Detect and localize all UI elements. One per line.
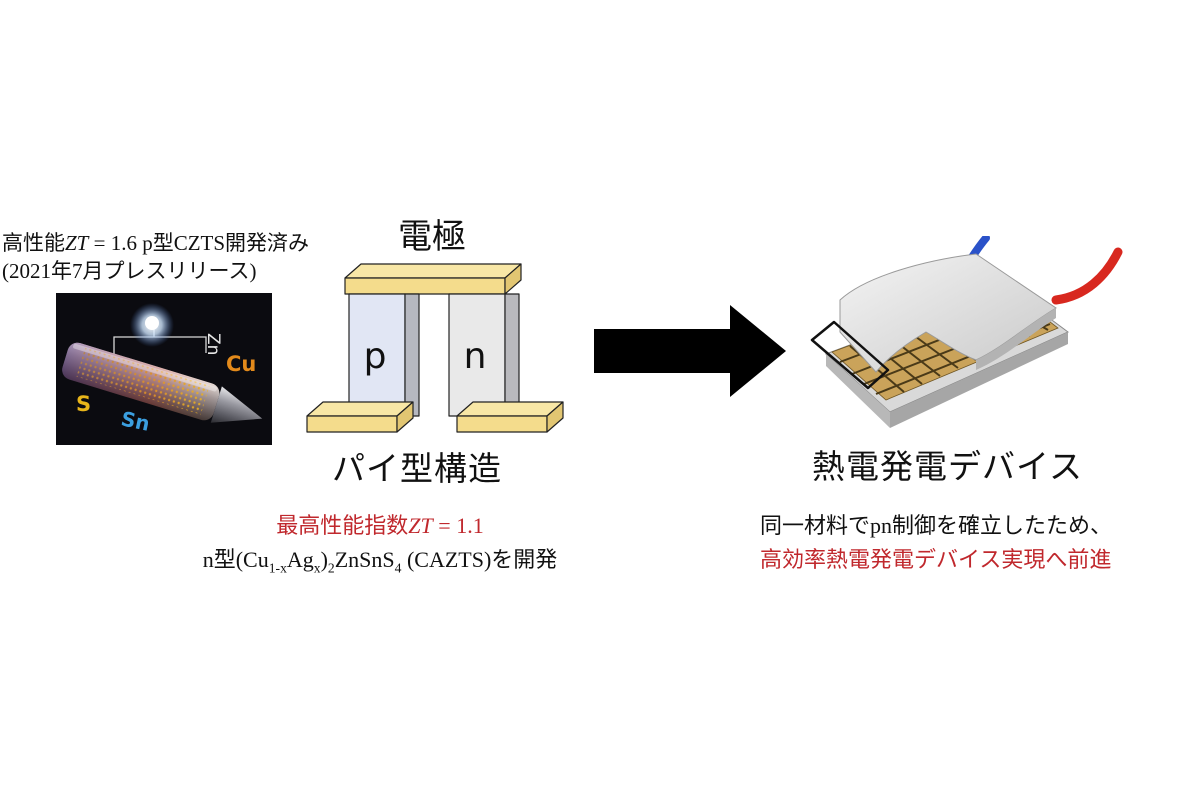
bottom-plate-edge-left	[826, 354, 890, 428]
n-leg-label: n	[464, 336, 487, 377]
pi-structure-label: パイ型構造	[332, 452, 502, 488]
conclusion-line2: 高効率熱電発電デバイス実現へ前進	[760, 547, 1112, 572]
conclusion-line1: 同一材料でpn制御を確立したため、	[760, 513, 1113, 538]
n-leg-side	[504, 293, 520, 417]
top-electrode-side	[504, 263, 522, 295]
positive-wire	[1051, 247, 1123, 305]
pi-structure-diagram: p n	[306, 263, 564, 433]
top-ceramic-plate	[839, 253, 1057, 373]
ptype-caption: 高性能ZT = 1.6 p型CZTS開発済み (2021年7月プレスリリース)	[2, 229, 309, 285]
bottom-left-electrode-front	[306, 415, 398, 433]
ingot-rod	[62, 342, 263, 423]
ptype-caption-line1: 高性能ZT = 1.6 p型CZTS開発済み	[2, 231, 310, 255]
device-label: 熱電発電デバイス	[812, 450, 1084, 486]
bottom-plate-edge	[890, 332, 1068, 428]
label-s: S	[76, 392, 91, 416]
bottom-left-electrode-side	[396, 401, 414, 433]
thermoelectric-device-illustration	[810, 236, 1123, 428]
right-arrow-icon	[594, 305, 786, 397]
n-result-formula: n型(Cu1-xAgx)2ZnSnS4 (CAZTS)を開発	[202, 547, 558, 576]
led-bulb-icon	[145, 316, 159, 330]
top-electrode-front	[344, 277, 506, 295]
label-zn: Zn	[203, 333, 223, 355]
label-cu: Cu	[226, 352, 256, 376]
material-photo: Zn Cu S Sn	[56, 293, 272, 445]
top-electrode-top	[344, 263, 522, 279]
top-plate-edge	[976, 308, 1056, 370]
bottom-right-electrode-side	[546, 401, 564, 433]
ptype-caption-line2: (2021年7月プレスリリース)	[2, 259, 257, 283]
p-leg-label: p	[364, 336, 387, 377]
ingot-illustration: Zn Cu S Sn	[62, 303, 263, 436]
p-leg-side	[404, 293, 420, 417]
n-result-title: 最高性能指数ZT = 1.1	[276, 513, 484, 538]
label-sn: Sn	[119, 406, 152, 435]
n-type-result: 最高性能指数ZT = 1.1 n型(Cu1-xAgx)2ZnSnS4 (CAZT…	[0, 509, 760, 577]
bottom-right-electrode-front	[456, 415, 548, 433]
conclusion: 同一材料でpn制御を確立したため、 高効率熱電発電デバイス実現へ前進	[760, 509, 1200, 577]
bottom-left-electrode-top	[306, 401, 414, 417]
electrode-label: 電極	[398, 219, 466, 256]
highlight-box	[810, 320, 890, 390]
bottom-right-electrode-top	[456, 401, 564, 417]
